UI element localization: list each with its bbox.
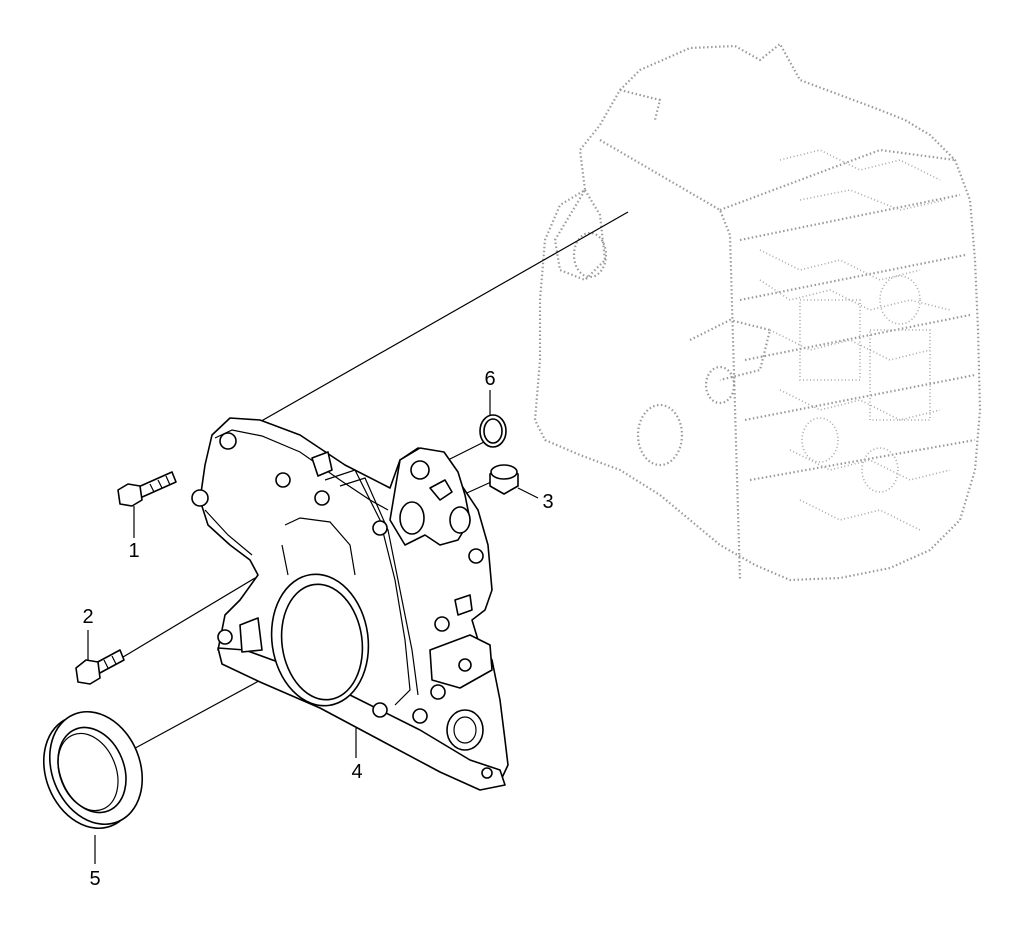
callout-6: 6 xyxy=(484,368,495,390)
callout-3: 3 xyxy=(542,491,553,513)
bolt-2 xyxy=(75,649,125,685)
leader-cover-to-engine xyxy=(227,211,629,441)
callout-1: 1 xyxy=(128,540,139,562)
bolt-1 xyxy=(117,471,177,507)
callout-labels: 1 2 3 4 5 6 xyxy=(82,368,553,890)
front-cover xyxy=(191,417,509,791)
oil-seal-5 xyxy=(42,710,144,830)
callout-4: 4 xyxy=(351,761,362,783)
leader-oring-6 xyxy=(447,439,489,461)
engine-block-ghost xyxy=(533,42,982,582)
callout-5: 5 xyxy=(89,868,100,890)
cover-bolt-heads xyxy=(191,432,484,724)
o-ring-6 xyxy=(479,414,507,448)
leader-bolt-2 xyxy=(97,577,256,673)
callout-2: 2 xyxy=(82,606,93,628)
dowel-sleeve-3 xyxy=(489,464,519,495)
